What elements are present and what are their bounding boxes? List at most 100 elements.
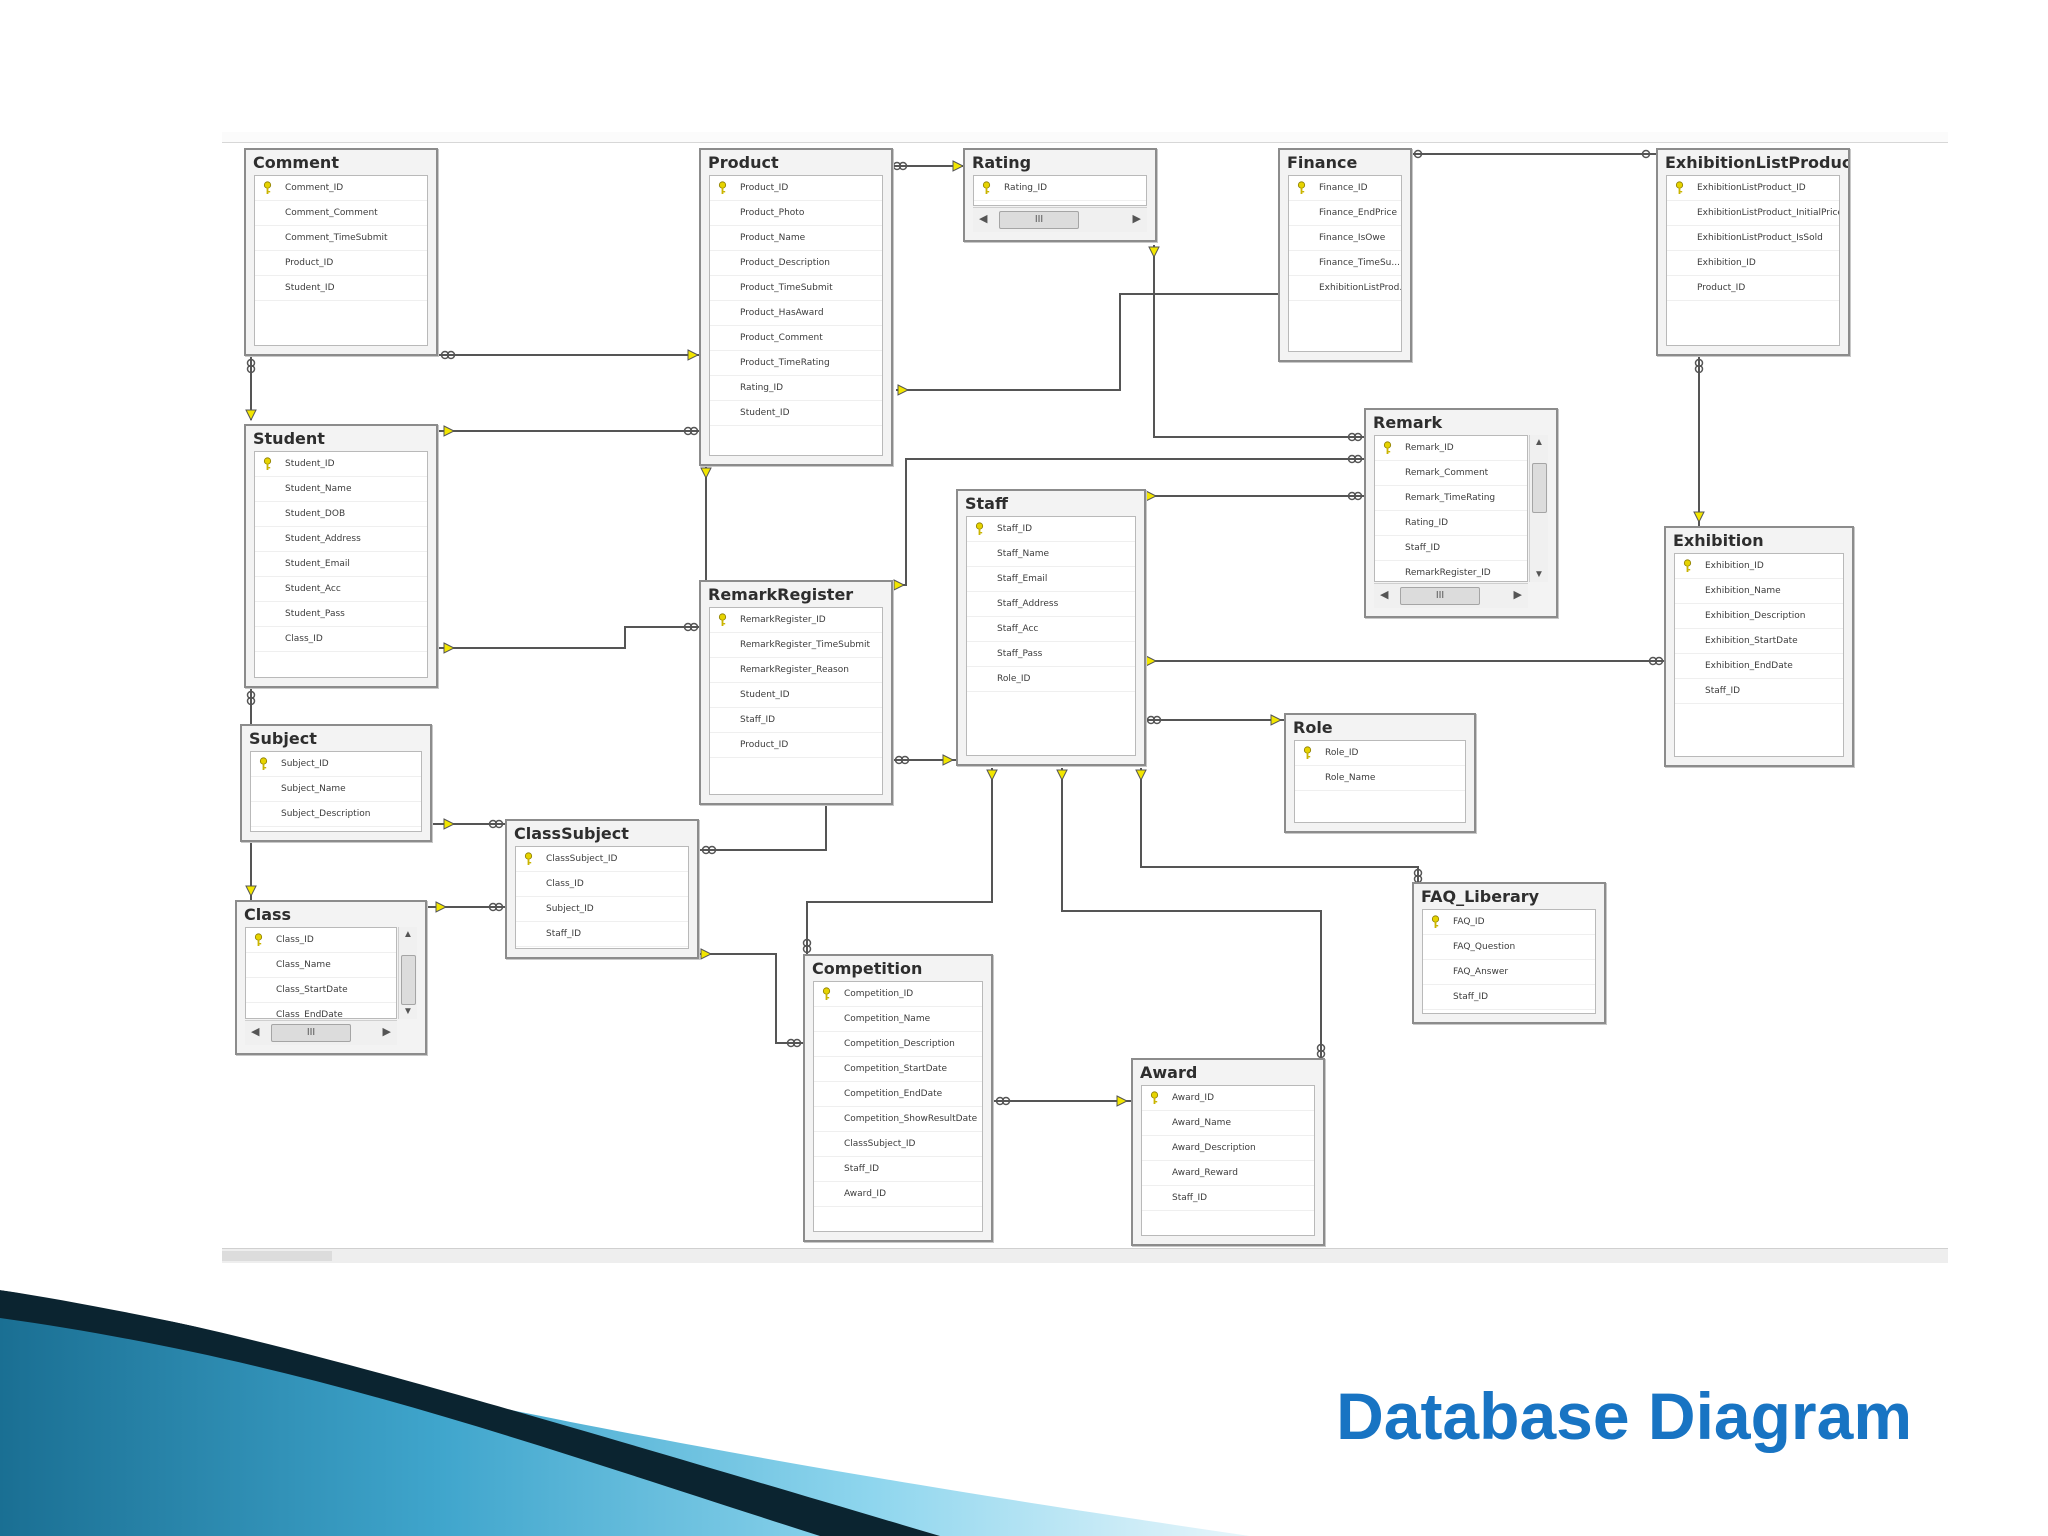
column-row[interactable]: Student_ID	[710, 683, 882, 708]
scroll-up-icon[interactable]: ▲	[403, 929, 413, 940]
column-row[interactable]: Class_EndDate	[246, 1003, 396, 1018]
column-row[interactable]: Remark_Comment	[1375, 461, 1527, 486]
column-row[interactable]: Product_TimeSubmit	[710, 276, 882, 301]
column-row[interactable]: Staff_ID	[814, 1157, 982, 1182]
column-row[interactable]: Staff_Acc	[967, 617, 1135, 642]
column-row[interactable]: ExhibitionListProduct_ID	[1667, 176, 1839, 201]
column-row[interactable]: Student_Pass	[255, 602, 427, 627]
column-row[interactable]: RemarkRegister_Reason	[710, 658, 882, 683]
column-row[interactable]: Rating_ID	[974, 176, 1146, 201]
column-row[interactable]: Finance_IsOwe	[1289, 226, 1401, 251]
column-row[interactable]: Product_ID	[710, 176, 882, 201]
column-row[interactable]: Class_StartDate	[246, 978, 396, 1003]
scroll-left-icon[interactable]: ◀	[1380, 589, 1389, 601]
column-row[interactable]: Student_DOB	[255, 502, 427, 527]
column-row[interactable]: RemarkRegister_TimeSubmit	[710, 633, 882, 658]
scroll-right-icon[interactable]: ▶	[1132, 213, 1141, 225]
column-row[interactable]: Competition_Description	[814, 1032, 982, 1057]
column-row[interactable]: Product_Name	[710, 226, 882, 251]
column-row[interactable]: Role_ID	[1295, 741, 1465, 766]
column-row[interactable]: Award_ID	[814, 1182, 982, 1207]
column-row[interactable]: ExhibitionListProduct_IsSold	[1667, 226, 1839, 251]
scroll-thumb[interactable]: III	[1400, 587, 1480, 605]
column-row[interactable]: FAQ_Question	[1423, 935, 1595, 960]
column-row[interactable]: Exhibition_EndDate	[1675, 654, 1843, 679]
column-row[interactable]: FAQ_Answer	[1423, 960, 1595, 985]
column-row[interactable]: Class_ID	[516, 872, 688, 897]
diagram-scroll-thumb[interactable]	[222, 1251, 332, 1261]
vertical-scrollbar[interactable]: ▲▼	[398, 927, 417, 1019]
column-row[interactable]: Student_ID	[255, 452, 427, 477]
column-row[interactable]: Competition_StartDate	[814, 1057, 982, 1082]
column-row[interactable]: Exhibition_ID	[1675, 554, 1843, 579]
column-row[interactable]: Comment_ID	[255, 176, 427, 201]
column-row[interactable]: Remark_ID	[1375, 436, 1527, 461]
column-row[interactable]: Subject_ID	[251, 752, 421, 777]
column-row[interactable]: ExhibitionListProd...	[1289, 276, 1401, 301]
column-row[interactable]: Award_Name	[1142, 1111, 1314, 1136]
column-row[interactable]: Competition_Name	[814, 1007, 982, 1032]
column-row[interactable]: Student_ID	[255, 276, 427, 301]
column-row[interactable]: Competition_ShowResultDate	[814, 1107, 982, 1132]
column-row[interactable]: Role_Name	[1295, 766, 1465, 791]
diagram-horizontal-scrollbar[interactable]	[222, 1248, 1948, 1263]
column-row[interactable]: Finance_TimeSu...	[1289, 251, 1401, 276]
scroll-thumb[interactable]	[401, 955, 416, 1005]
column-row[interactable]: ClassSubject_ID	[516, 847, 688, 872]
column-row[interactable]: Student_Address	[255, 527, 427, 552]
column-row[interactable]: Subject_ID	[516, 897, 688, 922]
vertical-scrollbar[interactable]: ▲▼	[1529, 435, 1548, 582]
column-row[interactable]: Staff_ID	[516, 922, 688, 947]
column-row[interactable]: Product_TimeRating	[710, 351, 882, 376]
column-row[interactable]: Exhibition_Description	[1675, 604, 1843, 629]
column-row[interactable]: Remark_TimeRating	[1375, 486, 1527, 511]
column-row[interactable]: Staff_ID	[710, 708, 882, 733]
column-row[interactable]: Rating_ID	[1375, 511, 1527, 536]
column-row[interactable]: Staff_ID	[1675, 679, 1843, 704]
horizontal-scrollbar[interactable]: ◀III▶	[973, 207, 1147, 232]
column-row[interactable]: Product_Description	[710, 251, 882, 276]
column-row[interactable]: Product_Photo	[710, 201, 882, 226]
column-row[interactable]: Staff_ID	[1142, 1186, 1314, 1211]
column-row[interactable]: Product_ID	[255, 251, 427, 276]
column-row[interactable]: Comment_Comment	[255, 201, 427, 226]
column-row[interactable]: Exhibition_Name	[1675, 579, 1843, 604]
column-row[interactable]: Product_ID	[710, 733, 882, 758]
column-row[interactable]: RemarkRegister_ID	[710, 608, 882, 633]
column-row[interactable]: Award_ID	[1142, 1086, 1314, 1111]
column-row[interactable]: Product_HasAward	[710, 301, 882, 326]
column-row[interactable]: Subject_Description	[251, 802, 421, 827]
scroll-right-icon[interactable]: ▶	[1513, 589, 1522, 601]
column-row[interactable]: Exhibition_StartDate	[1675, 629, 1843, 654]
column-row[interactable]: Finance_ID	[1289, 176, 1401, 201]
column-row[interactable]: FAQ_ID	[1423, 910, 1595, 935]
column-row[interactable]: Student_Acc	[255, 577, 427, 602]
column-row[interactable]: Student_Email	[255, 552, 427, 577]
column-row[interactable]: Student_Name	[255, 477, 427, 502]
column-row[interactable]: Staff_Name	[967, 542, 1135, 567]
column-row[interactable]: ExhibitionListProduct_InitialPrice	[1667, 201, 1839, 226]
column-row[interactable]: Class_ID	[246, 928, 396, 953]
column-row[interactable]: Staff_ID	[967, 517, 1135, 542]
column-row[interactable]: Role_ID	[967, 667, 1135, 692]
scroll-right-icon[interactable]: ▶	[382, 1026, 391, 1038]
scroll-left-icon[interactable]: ◀	[251, 1026, 260, 1038]
column-row[interactable]: Staff_ID	[1423, 985, 1595, 1010]
column-row[interactable]: Staff_Address	[967, 592, 1135, 617]
scroll-up-icon[interactable]: ▲	[1534, 437, 1544, 448]
scroll-left-icon[interactable]: ◀	[979, 213, 988, 225]
